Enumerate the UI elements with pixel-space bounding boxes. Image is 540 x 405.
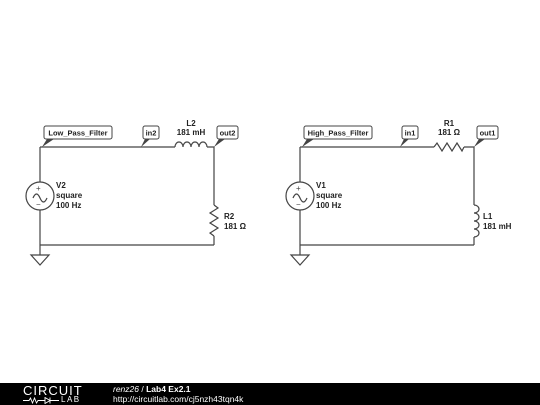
circuitlab-logo[interactable]: CIRCUIT LAB: [23, 383, 95, 405]
hp-inductor-name: L1: [483, 212, 493, 221]
author-name[interactable]: renz26: [113, 384, 139, 394]
svg-text:−: −: [296, 200, 301, 209]
lp-tag-label[interactable]: Low_Pass_Filter: [42, 125, 113, 147]
lp-tag-text: Low_Pass_Filter: [48, 129, 107, 138]
lp-inductor-name: L2: [186, 119, 196, 128]
hp-resistor-symbol: [433, 141, 465, 153]
hp-voltage-source: + −: [285, 181, 315, 211]
lp-source-wave: square: [56, 191, 83, 200]
lp-source-freq: 100 Hz: [56, 201, 81, 210]
lp-out-label[interactable]: out2: [214, 125, 239, 147]
hp-source-freq: 100 Hz: [316, 201, 341, 210]
lp-in-text: in2: [146, 129, 157, 138]
lp-voltage-source: + −: [25, 181, 55, 211]
circuit-url[interactable]: http://circuitlab.com/cj5nzh43tqn4k: [113, 394, 244, 404]
schematic-canvas: L2 181 mH R2 181 Ω + − V2 square 100 Hz …: [25, 119, 512, 266]
hp-top-wire-right: [464, 146, 475, 205]
circuit-meta: renz26 / Lab4 Ex2.1 http://circuitlab.co…: [113, 384, 243, 404]
circuit-title[interactable]: Lab4 Ex2.1: [146, 384, 191, 394]
lp-resistor-symbol: [208, 204, 220, 237]
hp-in-text: in1: [405, 129, 416, 138]
svg-text:+: +: [296, 184, 301, 193]
hp-source-name: V1: [316, 181, 326, 190]
svg-text:+: +: [36, 184, 41, 193]
svg-text:−: −: [36, 200, 41, 209]
hp-source-wave: square: [316, 191, 343, 200]
hp-inductor-value: 181 mH: [483, 222, 512, 231]
hp-out-label[interactable]: out1: [474, 125, 499, 147]
high-pass-circuit: R1 181 Ω L1 181 mH + − V1 square 100 Hz …: [285, 119, 512, 266]
lp-source-name: V2: [56, 181, 66, 190]
lp-out-text: out2: [220, 129, 236, 138]
lp-inductor-symbol: [174, 141, 208, 148]
hp-tag-label[interactable]: High_Pass_Filter: [302, 125, 373, 147]
hp-ground-icon: [289, 254, 311, 266]
hp-out-text: out1: [480, 129, 496, 138]
hp-in-label[interactable]: in1: [400, 125, 419, 147]
hp-resistor-name: R1: [444, 119, 455, 128]
lp-top-wire-right: [207, 146, 215, 205]
lp-ground-icon: [29, 254, 51, 266]
lp-resistor-name: R2: [224, 212, 235, 221]
lp-in-label[interactable]: in2: [141, 125, 160, 147]
logo-text-top: CIRCUIT: [23, 383, 83, 398]
logo-circuit-icon: [23, 397, 59, 404]
lp-resistor-value: 181 Ω: [224, 222, 247, 231]
low-pass-circuit: L2 181 mH R2 181 Ω + − V2 square 100 Hz …: [25, 119, 247, 266]
hp-tag-text: High_Pass_Filter: [308, 129, 369, 138]
lp-inductor-value: 181 mH: [177, 128, 206, 137]
title-separator: /: [139, 384, 147, 394]
hp-inductor-symbol: [473, 204, 480, 238]
logo-text-bottom: LAB: [61, 395, 81, 404]
footer-bar: CIRCUIT LAB renz26 / Lab4 Ex2.1 http://c…: [0, 383, 540, 405]
hp-resistor-value: 181 Ω: [438, 128, 461, 137]
